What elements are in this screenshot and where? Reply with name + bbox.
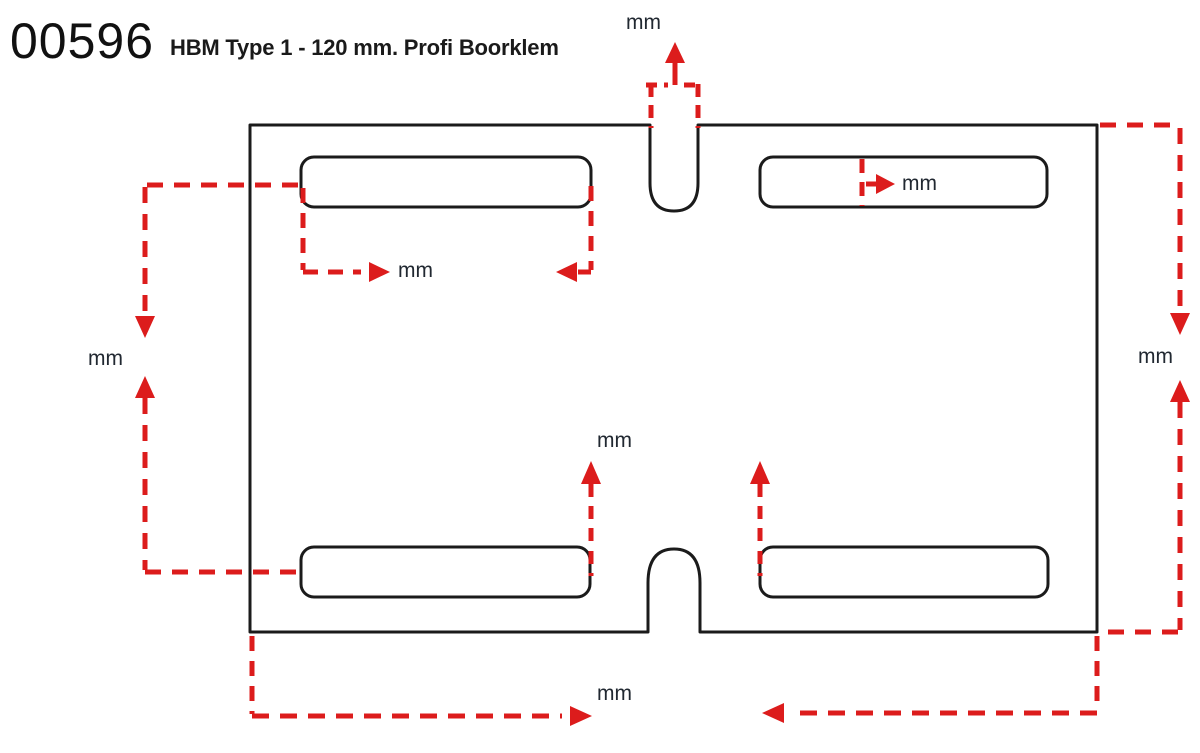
arrow-up-icon (750, 461, 770, 484)
dim-label-top-notch-width: mm (626, 11, 661, 34)
dim-top-left-slot-width (147, 182, 594, 282)
arrow-up-icon (665, 42, 685, 63)
dim-top-right-slot-position (859, 159, 895, 206)
part-outline (248, 123, 1099, 634)
dim-label-bottom-width: mm (597, 682, 632, 705)
dim-label-left-slot-spacing: mm (88, 347, 123, 370)
arrow-left-icon (762, 703, 784, 723)
arrow-up-icon (1170, 380, 1190, 402)
arrow-left-icon (556, 262, 577, 282)
arrow-right-icon (570, 706, 592, 726)
arrow-up-icon (135, 376, 155, 398)
arrow-down-icon (1170, 313, 1190, 335)
dim-label-bottom-slot-gap: mm (597, 429, 632, 452)
dim-label-overall-height: mm (1138, 345, 1173, 368)
dim-overall-height (1100, 122, 1190, 635)
dim-left-slot-spacing (135, 187, 301, 575)
arrow-down-icon (135, 316, 155, 338)
part-number: 00596 (10, 13, 155, 69)
dim-bottom-slot-gap (581, 461, 770, 576)
slot-top-right (758, 155, 1049, 209)
part-geometry (248, 123, 1099, 634)
arrow-right-icon (876, 174, 895, 194)
dim-bottom-width-right (762, 636, 1100, 723)
dim-label-top-right-slot: mm (902, 172, 937, 195)
dimension-lines (135, 42, 1190, 726)
dim-top-notch-width (646, 42, 702, 128)
dim-bottom-width-left (249, 636, 592, 726)
dim-label-top-left-slot-width: mm (398, 259, 433, 282)
arrow-up-icon (581, 461, 601, 484)
page-title: HBM Type 1 - 120 mm. Profi Boorklem (170, 35, 559, 60)
arrow-right-icon (369, 262, 390, 282)
slot-bottom-left (299, 545, 592, 599)
slot-top-left (299, 155, 593, 209)
slot-bottom-right (758, 545, 1050, 599)
